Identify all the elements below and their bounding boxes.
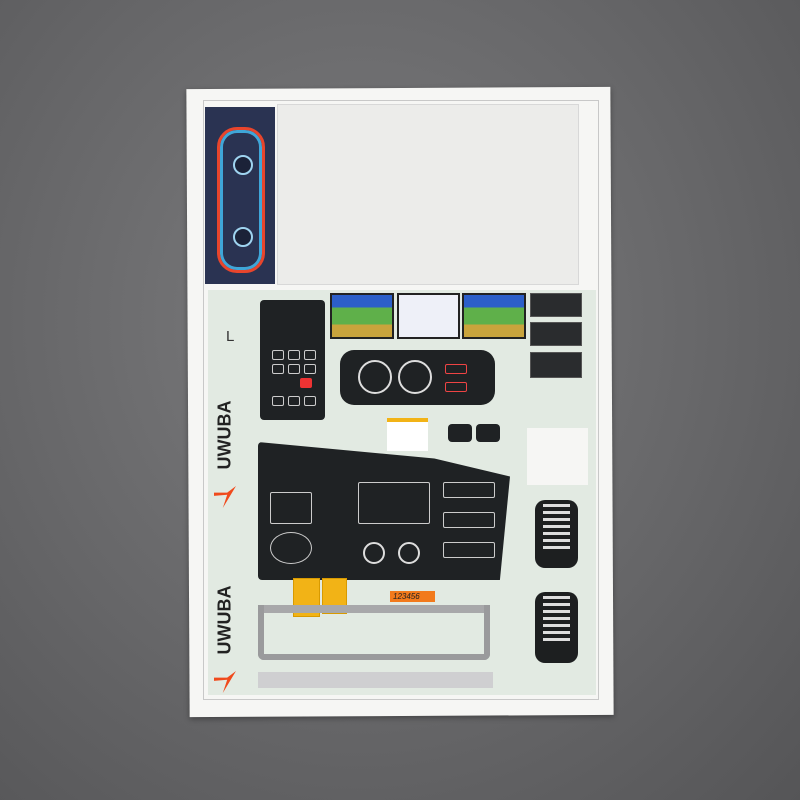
hazard-switch-sticker <box>448 424 472 442</box>
switch-panel-sticker <box>530 322 582 346</box>
logo-text: UWUBA <box>214 400 235 470</box>
blank-label <box>527 428 588 485</box>
air-vent-sticker <box>535 592 578 663</box>
console-panel-sticker <box>260 300 325 420</box>
logo-mark-icon <box>214 486 236 508</box>
switch-panel-sticker <box>530 293 582 317</box>
logo-text: UWUBA <box>214 585 235 655</box>
nav-screen-sticker <box>330 293 394 339</box>
air-vent-sticker <box>535 500 578 568</box>
switch-sticker <box>476 424 500 442</box>
gauge-cluster-sticker <box>340 350 495 405</box>
digital-cluster-sticker <box>205 107 275 284</box>
nav-screen-sticker <box>462 293 526 339</box>
grab-handle-sticker <box>258 605 490 660</box>
grab-handle-top <box>258 605 490 613</box>
fuse-chart-sticker <box>387 418 428 451</box>
trim-strip-sticker <box>258 672 493 688</box>
map-screen-sticker <box>397 293 460 339</box>
rpm-dial <box>233 227 253 247</box>
sheet-border <box>203 100 599 700</box>
side-label: L <box>226 328 235 345</box>
speed-dial <box>233 155 253 175</box>
blank-label-area <box>277 104 579 285</box>
logo-mark-icon <box>214 671 236 693</box>
uwuba-logo: UWUBA <box>210 385 240 510</box>
switch-panel-sticker <box>530 352 582 378</box>
license-plate-sticker: 123456 <box>390 591 435 602</box>
uwuba-logo: UWUBA <box>210 570 240 695</box>
